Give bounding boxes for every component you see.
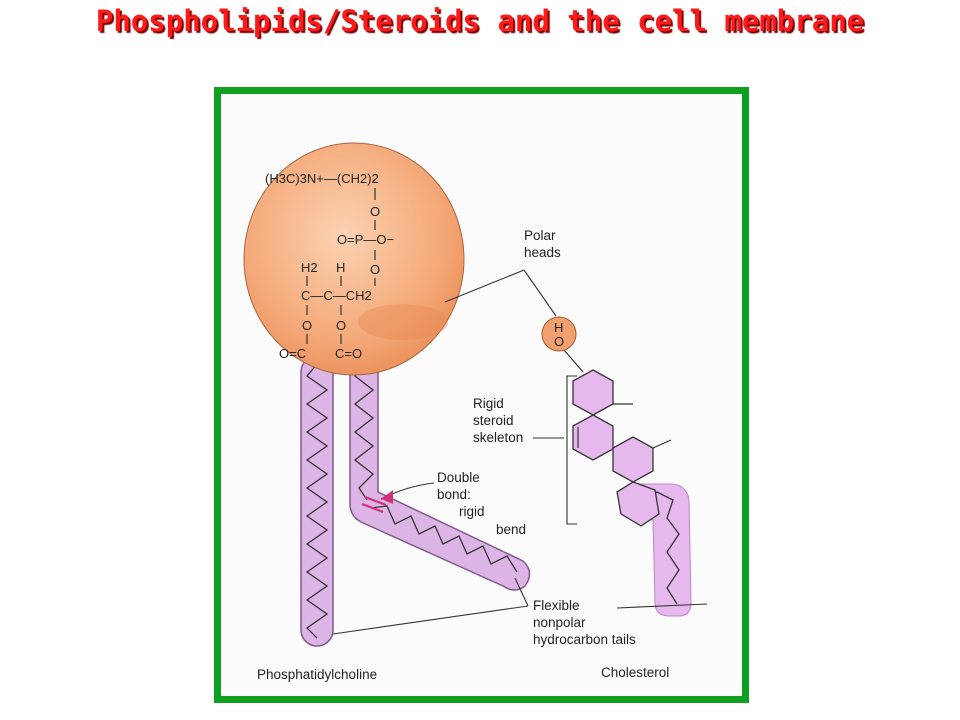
label-hydrocarbon-tails: hydrocarbon tails xyxy=(533,632,636,647)
formula-backbone: C—C—CH2 xyxy=(301,288,372,303)
label-rigid: Rigid xyxy=(473,396,504,411)
formula-choline: (H3C)3N+—(CH2)2 xyxy=(265,171,379,186)
formula-o1: O xyxy=(370,204,380,219)
slide-title: Phospholipids/Steroids and the cell memb… xyxy=(95,4,865,38)
hydroxyl-h: H xyxy=(554,320,563,335)
formula-h2: H2 xyxy=(301,260,318,275)
steroid-ring-a xyxy=(572,369,614,416)
formula-ester-left: O=C xyxy=(279,346,306,361)
steroid-ring-d xyxy=(616,481,660,527)
steroid-ring-c xyxy=(612,436,654,483)
leader-lines xyxy=(332,269,708,635)
label-cholesterol: Cholesterol xyxy=(601,665,669,680)
hydroxyl-group xyxy=(541,316,577,352)
formula-h: H xyxy=(336,260,345,275)
formula-o3: O xyxy=(302,318,312,333)
bent-tail xyxy=(349,355,531,591)
label-polar: Polar xyxy=(524,228,556,243)
double-bond-mark xyxy=(361,502,384,514)
head-shade xyxy=(358,304,448,340)
double-bond-mark-2 xyxy=(364,495,387,507)
bent-tail-chain-upper xyxy=(353,363,375,501)
hydroxyl-o: O xyxy=(554,334,564,349)
straight-tail-chain xyxy=(305,363,329,639)
polar-head xyxy=(243,142,465,376)
phospholipid-tails xyxy=(300,355,531,647)
label-bond: bond: xyxy=(437,487,471,502)
formula-ester-right: C=O xyxy=(335,346,362,361)
formula-phosphate: O=P—O− xyxy=(337,232,394,247)
label-nonpolar: nonpolar xyxy=(533,615,586,630)
label-heads: heads xyxy=(524,245,561,260)
label-skeleton: skeleton xyxy=(473,430,523,445)
cholesterol-tail-chain xyxy=(640,491,680,605)
formula-o2: O xyxy=(370,262,380,277)
bent-tail-chain-lower xyxy=(370,505,518,573)
formula-o4: O xyxy=(336,318,346,333)
label-rigid-bend: rigid xyxy=(459,504,485,519)
label-phosphatidylcholine: Phosphatidylcholine xyxy=(257,667,377,682)
double-bond-arrowhead xyxy=(381,490,393,504)
label-double: Double xyxy=(437,470,480,485)
membrane-diagram: (H3C)3N+—(CH2)2 O O=P—O− H2 H O C—C—CH2 … xyxy=(243,142,708,682)
label-flexible: Flexible xyxy=(533,598,580,613)
diagram-frame: (H3C)3N+—(CH2)2 O O=P—O− H2 H O C—C—CH2 … xyxy=(214,87,749,703)
head-formula: (H3C)3N+—(CH2)2 O O=P—O− H2 H O C—C—CH2 … xyxy=(265,171,394,361)
straight-tail xyxy=(300,355,334,647)
label-steroid: steroid xyxy=(473,413,514,428)
cholesterol-molecule: H O xyxy=(541,316,692,617)
steroid-ring-b xyxy=(572,414,614,461)
label-bend: bend xyxy=(496,522,526,537)
